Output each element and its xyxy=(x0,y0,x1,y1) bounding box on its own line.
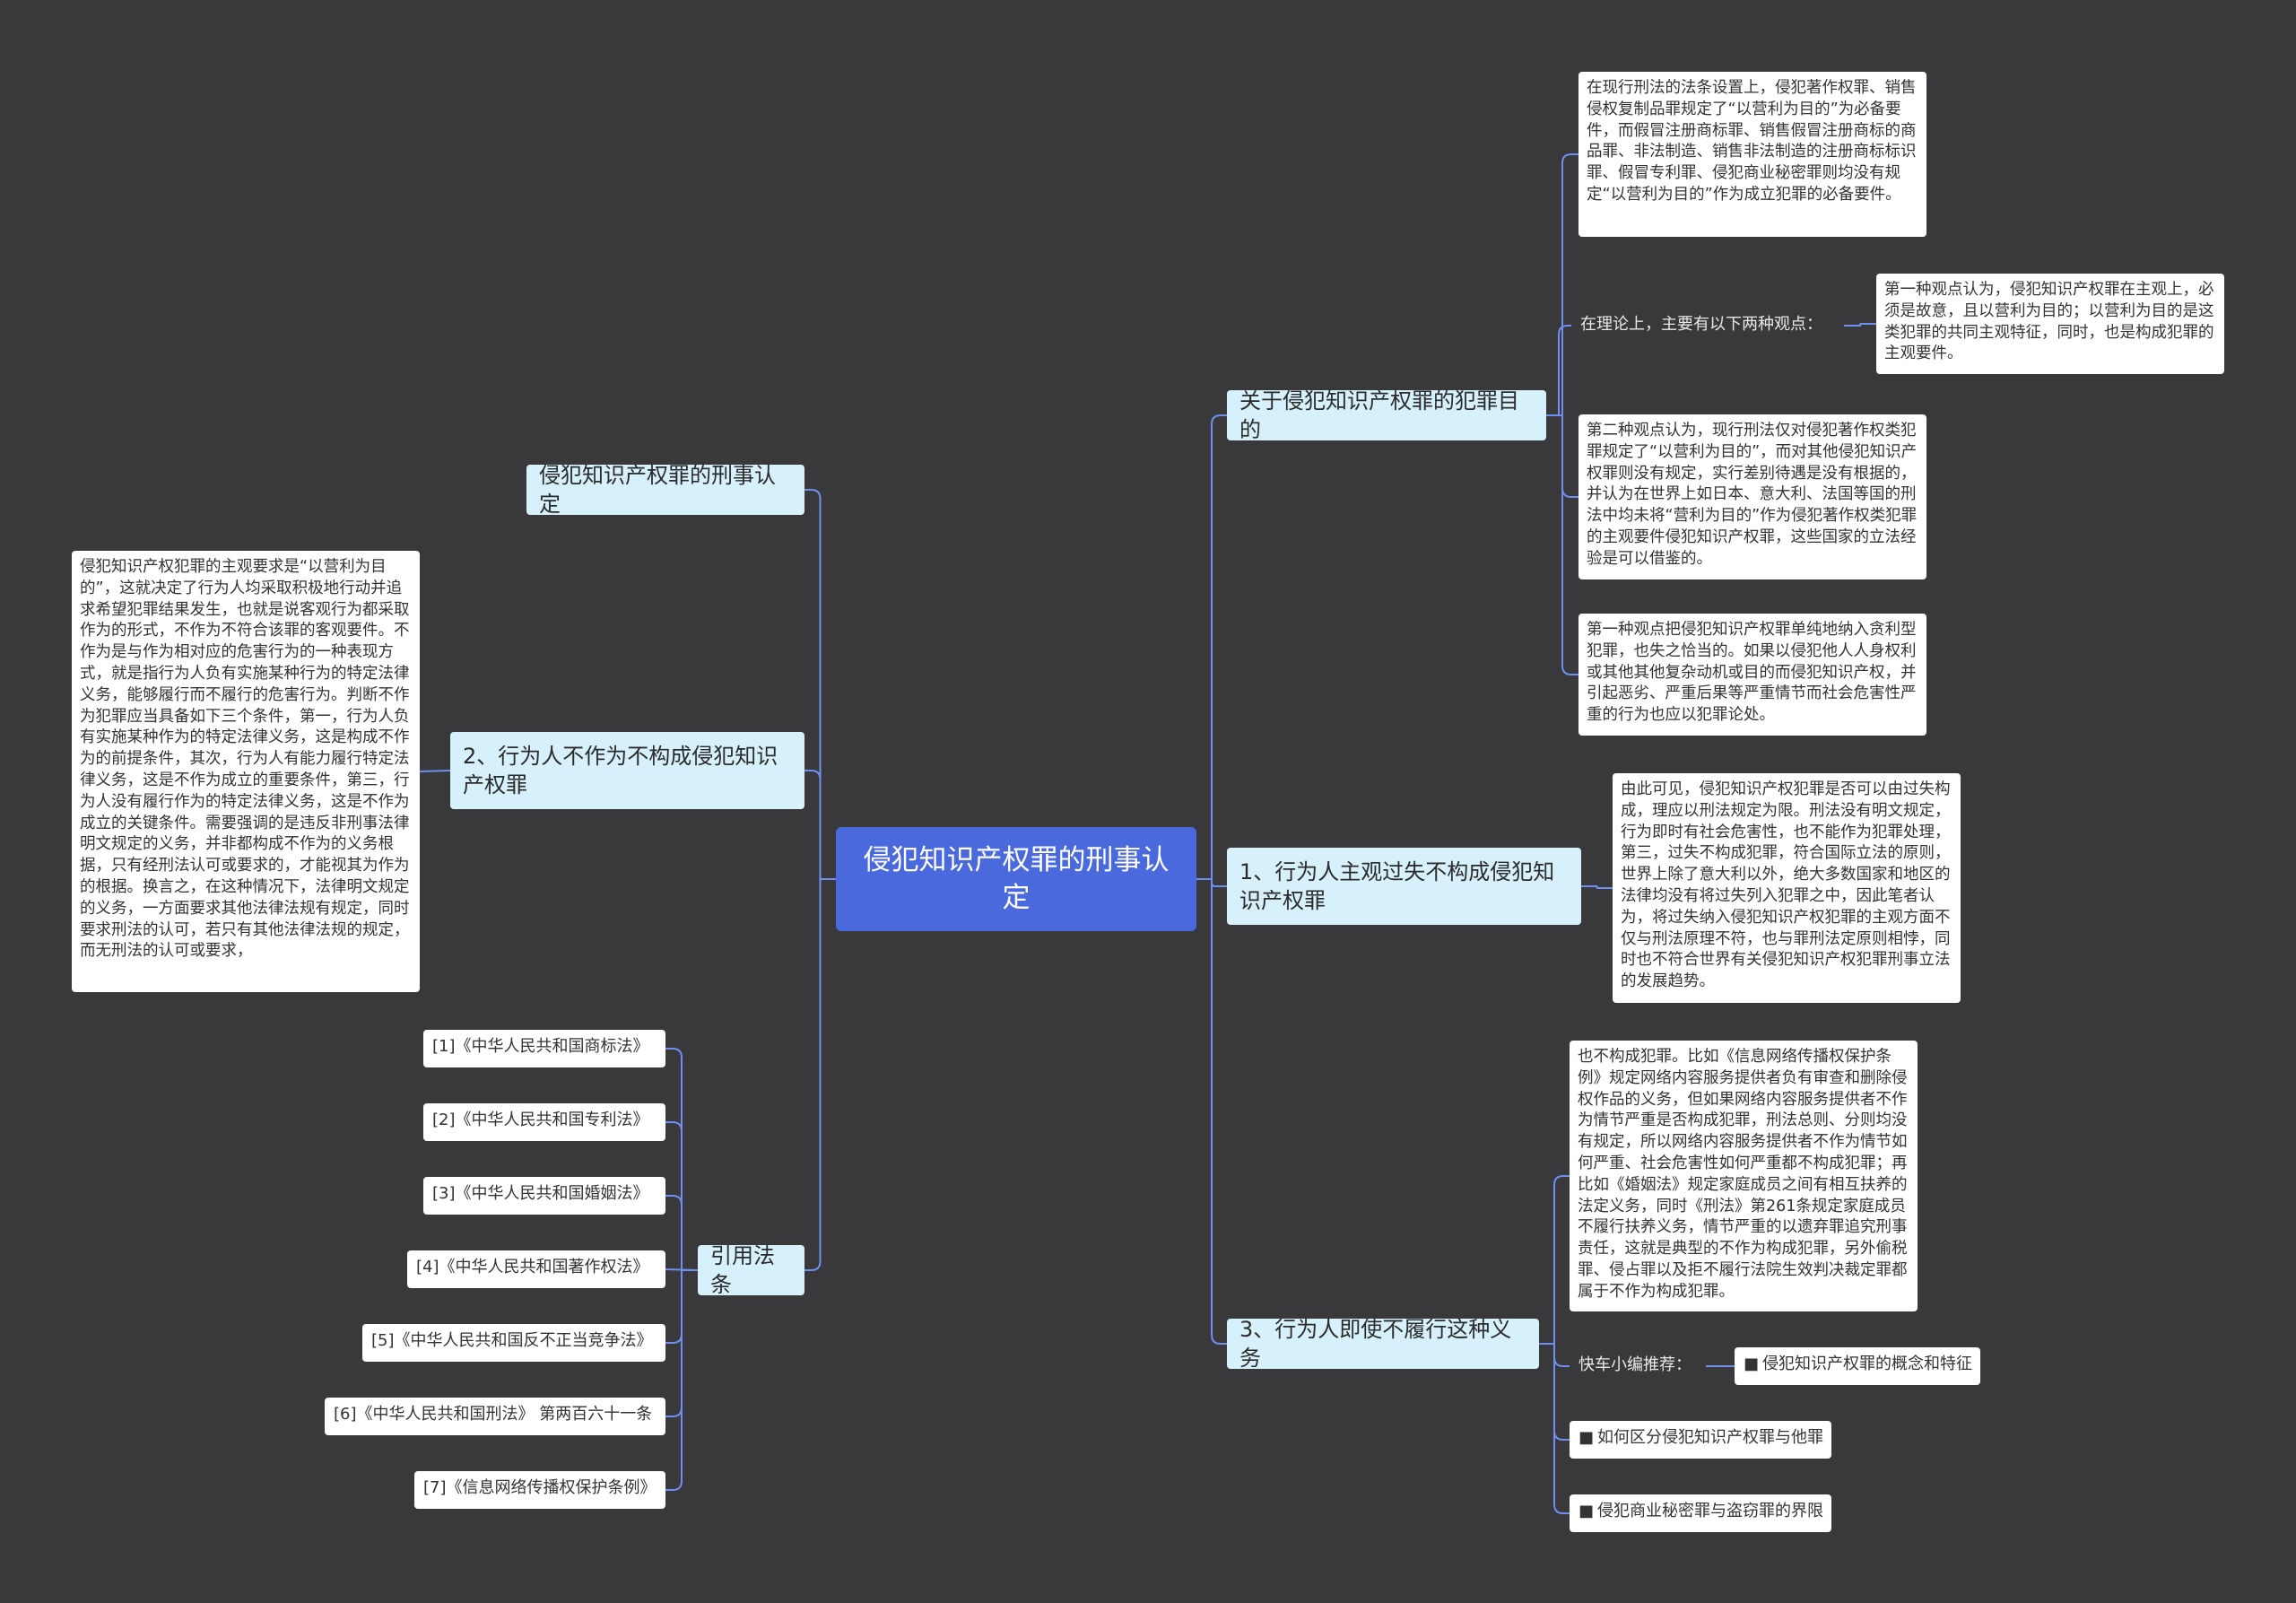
connector-4-0 xyxy=(1546,153,1578,416)
connector-7-3 xyxy=(1539,1343,1570,1514)
purpose-critique-text: 第一种观点把侵犯知识产权罪单纯地纳入贪利型犯罪，也失之恰当的。如果以侵犯他人人身… xyxy=(1578,614,1926,736)
connector-3-0 xyxy=(1196,414,1227,880)
connector-6-0 xyxy=(1581,885,1613,889)
topic-criminal-purpose[interactable]: 关于侵犯知识产权罪的犯罪目的 xyxy=(1227,388,1546,442)
connector-3-2 xyxy=(1196,878,1227,1345)
connector-4-1 xyxy=(1546,325,1571,416)
topic-cited-laws[interactable]: 引用法条 xyxy=(698,1243,804,1297)
topic-failure-to-perform-duty[interactable]: 3、行为人即使不履行这种义务 xyxy=(1227,1317,1539,1371)
topic-omission-not-crime[interactable]: 2、行为人不作为不构成侵犯知识产权罪 xyxy=(450,732,804,809)
recommend-link-3[interactable]: ■侵犯商业秘密罪与盗窃罪的界限 xyxy=(1570,1494,1831,1532)
connector-2-0 xyxy=(665,1048,698,1271)
recommend-link-2[interactable]: ■如何区分侵犯知识产权罪与他罪 xyxy=(1570,1421,1831,1459)
failure-duty-detail-text: 也不构成犯罪。比如《信息网络传播权保护条例》规定网络内容服务提供者负有审查和删除… xyxy=(1570,1041,1918,1311)
connector-2-6 xyxy=(665,1269,698,1491)
connector-7-0 xyxy=(1539,1175,1570,1345)
theory-first-view-text: 第一种观点认为，侵犯知识产权罪在主观上，必须是故意，且以营利为目的；以营利为目的… xyxy=(1876,274,2224,374)
connector-2-2 xyxy=(665,1195,698,1271)
connector-4-3 xyxy=(1546,414,1578,675)
purpose-second-view-text: 第二种观点认为，现行刑法仅对侵犯著作权类犯罪规定了“以营利为目的”，而对其他侵犯… xyxy=(1578,414,1926,579)
connector-2-1 xyxy=(665,1121,698,1271)
connector-0-0 xyxy=(804,489,836,880)
topic-negligence-not-crime[interactable]: 1、行为人主观过失不构成侵犯知识产权罪 xyxy=(1227,848,1581,925)
citation-item-2[interactable]: [2]《中华人民共和国专利法》 xyxy=(423,1103,665,1141)
root-node[interactable]: 侵犯知识产权罪的刑事认定 xyxy=(836,827,1196,931)
citation-item-1[interactable]: [1]《中华人民共和国商标法》 xyxy=(423,1030,665,1067)
citation-item-7[interactable]: [7]《信息网络传播权保护条例》 xyxy=(414,1471,665,1509)
theory-views-label[interactable]: 在理论上，主要有以下两种观点： xyxy=(1580,315,1822,334)
connector-5-0 xyxy=(1844,323,1876,327)
connector-0-1 xyxy=(804,770,836,880)
citation-item-5[interactable]: [5]《中华人民共和国反不正当竞争法》 xyxy=(362,1324,665,1362)
recommend-link-1[interactable]: ■侵犯知识产权罪的概念和特征 xyxy=(1735,1347,1980,1385)
citation-item-3[interactable]: [3]《中华人民共和国婚姻法》 xyxy=(423,1177,665,1215)
negligence-detail-text: 由此可见，侵犯知识产权犯罪是否可以由过失构成，理应以刑法规定为限。刑法没有明文规… xyxy=(1613,773,1961,1003)
connector-0-2 xyxy=(804,878,836,1271)
omission-detail-text: 侵犯知识产权犯罪的主观要求是“以营利为目的”，这就决定了行为人均采取积极地行动并… xyxy=(72,551,420,992)
recommend-label[interactable]: 快车小编推荐： xyxy=(1578,1355,1692,1374)
citation-item-4[interactable]: [4]《中华人民共和国著作权法》 xyxy=(407,1250,665,1288)
citation-item-6[interactable]: [6]《中华人民共和国刑法》 第两百六十一条 xyxy=(325,1398,665,1435)
purpose-detail-statute: 在现行刑法的法条设置上，侵犯著作权罪、销售侵权复制品罪规定了“以营利为目的”为必… xyxy=(1578,72,1926,237)
root-label: 侵犯知识产权罪的刑事认定 xyxy=(863,844,1170,914)
topic-criminal-determination[interactable]: 侵犯知识产权罪的刑事认定 xyxy=(526,463,804,517)
